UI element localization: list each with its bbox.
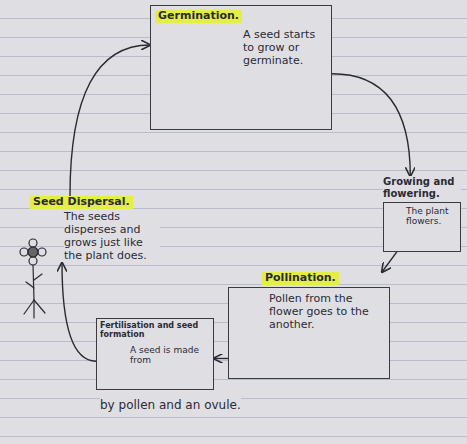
cycle-stage: Pollination. Pollen from the flower goes … — [228, 272, 390, 379]
cycle-stage: Growing and flowering. The plant flowers. — [383, 176, 461, 252]
stage-frame: Pollen from the flower goes to the anoth… — [228, 287, 390, 379]
dispersal-plant-drawing — [20, 239, 46, 318]
stage-description: The seeds disperses and grows just like … — [64, 211, 160, 263]
cycle-stage: Seed Dispersal. The seeds disperses and g… — [30, 196, 162, 263]
stage-heading: Seed Dispersal. — [30, 196, 133, 209]
cycle-stage: Germination.A seed starts to grow or ger… — [150, 5, 332, 130]
stage-description: The plant flowers. — [406, 206, 456, 227]
stage-description: A seed starts to grow or germinate. — [243, 29, 329, 68]
cycle-arrow — [62, 263, 96, 361]
stage-heading: Pollination. — [262, 272, 339, 285]
stage-heading: Growing and flowering. — [383, 176, 461, 200]
cycle-arrow — [332, 74, 410, 176]
cycle-arrow — [70, 45, 150, 196]
stage-frame: The plant flowers. — [383, 202, 461, 252]
note-text: by pollen and an ovule. — [100, 398, 241, 412]
cycle-arrow — [382, 252, 397, 272]
cycle-stage: Fertilisation and seed formation A seed i… — [96, 318, 214, 390]
stage-description: A seed is made from — [130, 345, 208, 366]
cycle-arrow — [214, 358, 228, 359]
stage-heading: Fertilisation and seed formation — [100, 321, 210, 340]
stage-description: Pollen from the flower goes to the anoth… — [269, 293, 383, 332]
stage-heading: Germination. — [155, 10, 242, 23]
